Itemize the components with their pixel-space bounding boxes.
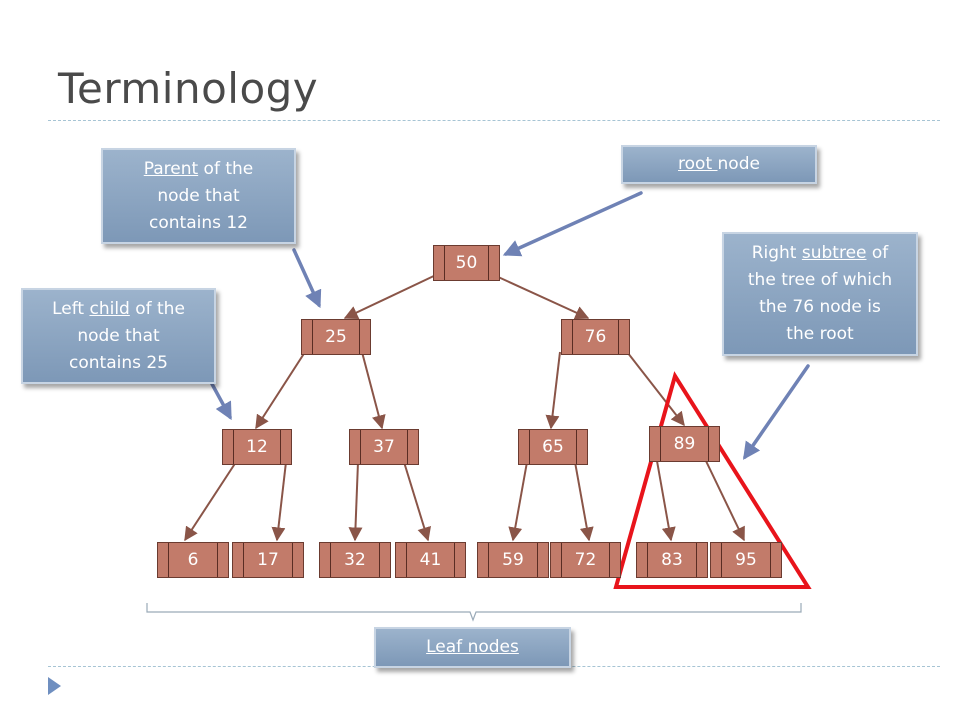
- tree-node-76: 76: [561, 319, 630, 355]
- callout-parent-line-3: contains 12: [149, 212, 248, 233]
- callout-parent-line-1: Parent of the: [143, 158, 254, 179]
- callout-left-child-line-2: node that: [77, 325, 160, 346]
- tree-node-37: 37: [349, 429, 419, 465]
- callout-parent-line-2: node that: [157, 185, 240, 206]
- top-divider: [48, 120, 940, 121]
- edge-76-65: [545, 351, 561, 430]
- subtree-highlight-triangle: [613, 371, 812, 589]
- pointer-arrow-root: [502, 191, 643, 257]
- edge-25-37: [361, 351, 386, 430]
- pointer-arrow-right-subtree: [743, 364, 810, 460]
- tree-node-89: 89: [649, 426, 720, 462]
- edge-12-17: [271, 461, 287, 542]
- edge-37-41: [403, 461, 431, 542]
- tree-node-72: 72: [550, 542, 621, 578]
- edge-50-76: [495, 275, 590, 320]
- callout-leaf-nodes-line-1: Leaf nodes: [380, 634, 565, 661]
- edge-76-89: [623, 347, 685, 427]
- edge-12-6: [184, 461, 237, 542]
- pointer-arrow-parent: [292, 248, 322, 309]
- tree-node-50: 50: [433, 245, 500, 281]
- edge-65-59: [508, 461, 528, 542]
- triangle-bullet-icon: [48, 677, 61, 695]
- tree-node-95: 95: [710, 542, 782, 578]
- slide-title: Terminology: [58, 64, 319, 113]
- callout-root: root node: [621, 145, 817, 184]
- callout-right-subtree: Right subtree of the tree of which the 7…: [722, 232, 918, 356]
- edge-50-25: [343, 273, 439, 319]
- tree-node-12: 12: [222, 429, 292, 465]
- curly-brace-icon: [146, 603, 802, 622]
- tree-node-17: 17: [232, 542, 304, 578]
- tree-node-41: 41: [395, 542, 466, 578]
- callout-right-subtree-line-4: the root: [786, 324, 854, 344]
- tree-node-25: 25: [301, 319, 371, 355]
- tree-node-59: 59: [477, 542, 549, 578]
- callout-right-subtree-line-3: the 76 node is: [759, 297, 881, 317]
- edge-25-12: [255, 351, 306, 430]
- callout-right-subtree-line-2: the tree of which: [747, 270, 893, 290]
- callout-left-child: Left child of the node that contains 25: [21, 288, 216, 384]
- tree-node-32: 32: [319, 542, 391, 578]
- term-leaf-nodes: Leaf nodes: [426, 637, 519, 657]
- tree-node-83: 83: [636, 542, 708, 578]
- pointer-arrow-left-child: [210, 382, 232, 421]
- callout-right-subtree-line-1: Right subtree of: [751, 243, 889, 263]
- term-parent: Parent: [143, 158, 199, 179]
- edge-89-95: [705, 460, 745, 542]
- callout-root-line-1: root node: [678, 154, 760, 174]
- callout-leaf-nodes: Leaf nodes: [374, 627, 571, 668]
- term-child: child: [89, 298, 130, 319]
- tree-node-65: 65: [518, 429, 588, 465]
- edge-89-83: [656, 460, 676, 542]
- callout-parent: Parent of the node that contains 12: [101, 148, 296, 244]
- tree-node-6: 6: [157, 542, 229, 578]
- edge-65-72: [574, 461, 594, 542]
- callout-left-child-line-3: contains 25: [69, 352, 168, 373]
- edge-37-32: [348, 461, 363, 542]
- term-subtree: subtree: [801, 243, 867, 263]
- callout-left-child-line-1: Left child of the: [52, 298, 185, 319]
- term-root: root: [678, 154, 718, 174]
